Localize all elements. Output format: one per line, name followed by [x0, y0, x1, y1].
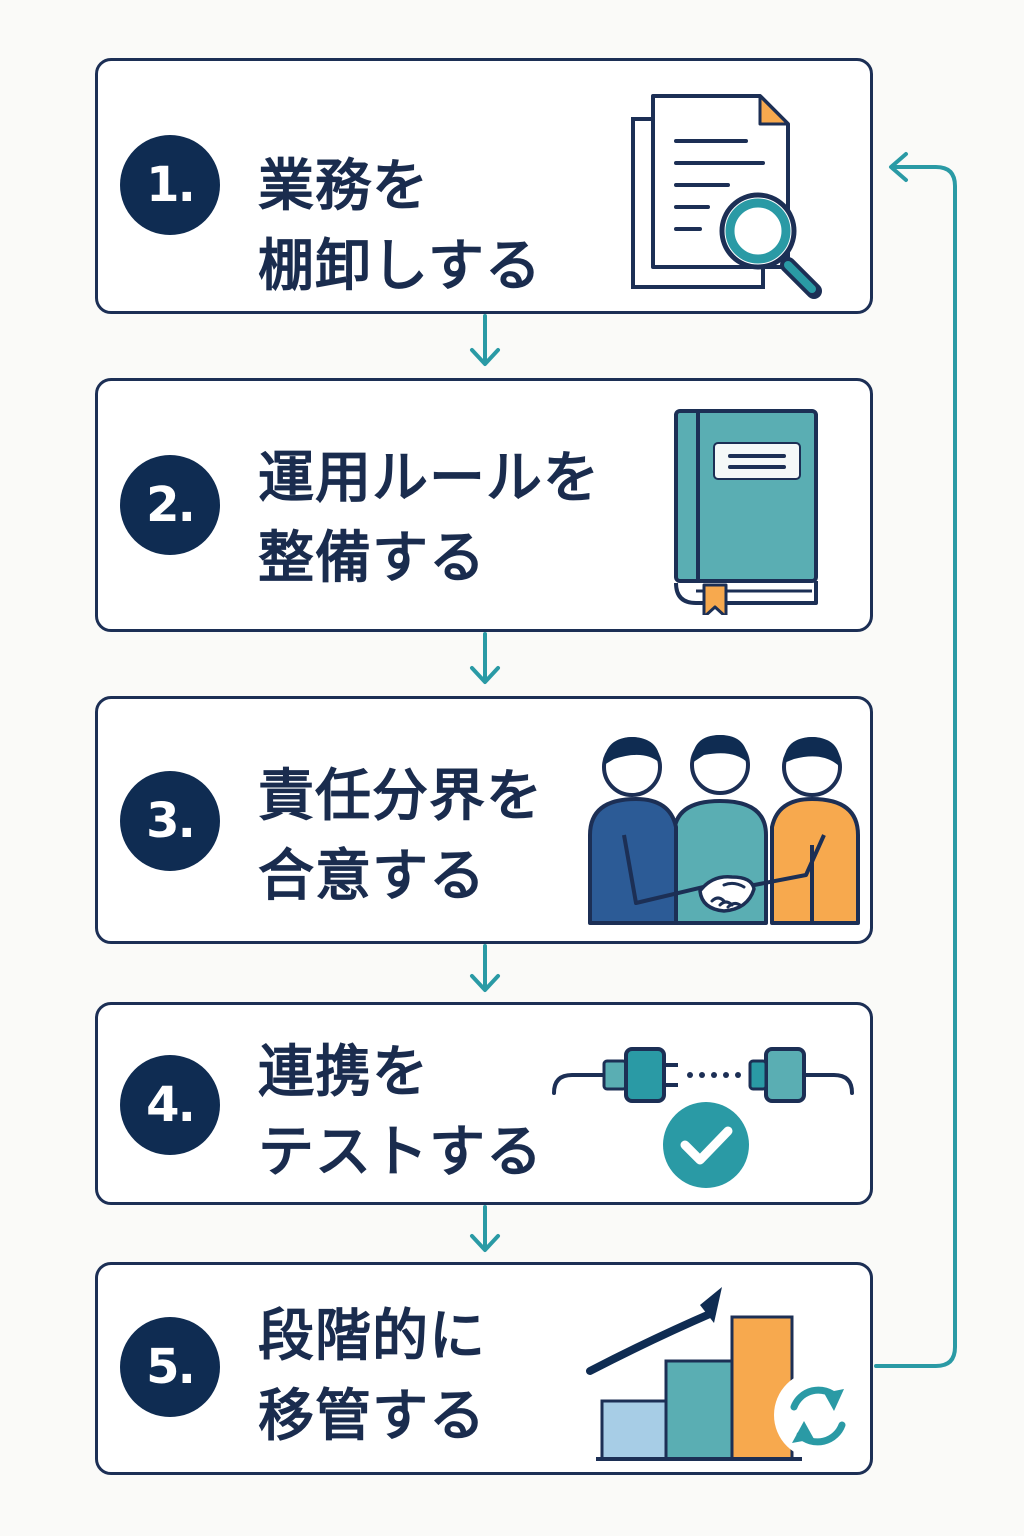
step-1-card: 1. 業務を 棚卸しする: [95, 58, 873, 314]
step-number-badge: 4.: [120, 1055, 220, 1155]
step-label-line-1: 業務を: [258, 154, 429, 219]
step-label-line-1: 運用ルールを: [258, 446, 600, 511]
step-label-line-2: 棚卸しする: [258, 234, 542, 299]
step-number-badge: 5.: [120, 1317, 220, 1417]
step-label-line-1: 段階的に: [258, 1304, 486, 1369]
step-number-badge: 2.: [120, 455, 220, 555]
step-number-badge: 1.: [120, 135, 220, 235]
step-number-badge: 3.: [120, 771, 220, 871]
step-label-line-1: 連携を: [258, 1040, 429, 1105]
step-2-card: 2. 運用ルールを 整備する: [95, 378, 873, 632]
book-icon: [674, 409, 818, 615]
plug-check-icon: [552, 1047, 854, 1188]
step-label: 段階的に 移管する: [258, 1297, 486, 1457]
step-4-card: 4. 連携を テストする: [95, 1002, 873, 1205]
growth-chart-cycle-icon: [586, 1287, 862, 1461]
step-label: 連携を テストする: [258, 1033, 543, 1193]
step-label-line-2: 合意する: [258, 844, 486, 909]
step-5-card: 5. 段階的に 移管する: [95, 1262, 873, 1475]
step-label: 運用ルールを 整備する: [258, 439, 600, 599]
step-label-line-2: 整備する: [258, 526, 486, 591]
step-label-line-2: 移管する: [258, 1384, 486, 1449]
step-label: 業務を 棚卸しする: [258, 147, 542, 307]
step-label-line-1: 責任分界を: [258, 764, 543, 829]
step-label-line-2: テストする: [258, 1120, 543, 1185]
document-search-icon: [631, 94, 822, 299]
step-3-card: 3. 責任分界を 合意する: [95, 696, 873, 944]
step-label: 責任分界を 合意する: [258, 757, 543, 917]
handshake-people-icon: [588, 735, 860, 925]
